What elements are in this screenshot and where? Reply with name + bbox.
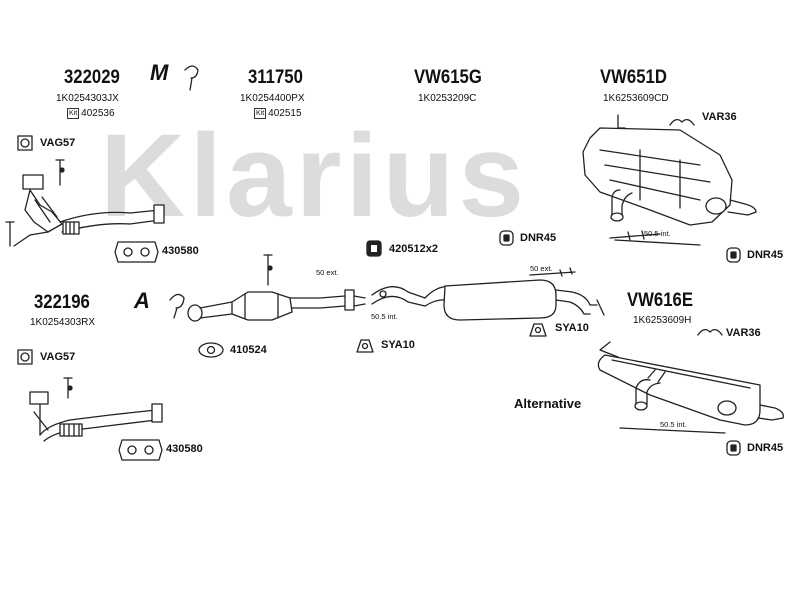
oem-vw651d: 1K6253609CD: [603, 93, 669, 104]
sya10-right-icon: [529, 323, 547, 337]
kit-number: 402515: [268, 108, 302, 119]
brand-watermark: Klarius: [100, 110, 529, 242]
var36-mid-icon: [697, 328, 723, 336]
dnr45-center-icon: [499, 230, 514, 246]
fitting-dnr45-right: DNR45: [747, 249, 784, 261]
downpipe-322196-drawing: [29, 377, 163, 442]
kit-icon: Kit: [67, 108, 80, 119]
fitting-410524: 410524: [230, 344, 267, 356]
part-number-vw651d: VW651D: [600, 67, 667, 88]
rear-silencer-vw651d-drawing: [582, 114, 757, 246]
fitting-420512: 420512x2: [389, 243, 438, 255]
spanner-a-icon: [169, 293, 185, 319]
front-pipe-vw615g-drawing: [187, 254, 366, 322]
gasket-410524-icon: [198, 342, 224, 358]
fitting-sya10-right: SYA10: [555, 322, 589, 334]
downpipe-322029-drawing: [5, 159, 165, 247]
dnr45-right-icon: [726, 247, 741, 263]
kit-number: 402536: [81, 108, 115, 119]
alternative-label: Alternative: [514, 396, 582, 411]
part-number-vw615g: VW615G: [414, 67, 482, 88]
hanger-420512-icon: [366, 240, 382, 257]
fitting-vag57-top: VAG57: [40, 137, 76, 149]
fitting-dnr45-bottom: DNR45: [747, 442, 784, 454]
spanner-m-icon: [184, 65, 199, 91]
oem-322029: 1K0254303JX: [56, 93, 119, 104]
var36-top-icon: [669, 118, 695, 126]
fitting-430580-top: 430580: [162, 245, 199, 257]
kit-icon: Kit: [254, 108, 267, 119]
part-number-322029: 322029: [64, 67, 120, 88]
part-number-vw616e: VW616E: [627, 290, 693, 311]
centre-silencer-drawing: [371, 267, 605, 321]
oem-vw616e: 1K6253609H: [633, 315, 692, 326]
part-number-322196: 322196: [34, 292, 90, 313]
dnr45-bottom-icon: [726, 440, 741, 456]
fitting-430580-bottom: 430580: [166, 443, 203, 455]
part-number-311750: 311750: [248, 67, 303, 88]
fitting-var36-top: VAR36: [702, 111, 737, 123]
rear-silencer-vw616e-drawing: [597, 341, 784, 434]
oem-311750: 1K0254400PX: [240, 93, 305, 104]
fitting-vag57-bottom: VAG57: [40, 351, 76, 363]
oem-vw615g: 1K0253209C: [418, 93, 477, 104]
dim-505-int-a: 50.5 int.: [371, 312, 398, 321]
dim-50-ext-b: 50 ext.: [530, 264, 553, 273]
flange-430580-top-icon: [114, 241, 159, 263]
oem-322196: 1K0254303RX: [30, 317, 96, 328]
fitting-sya10-left: SYA10: [381, 339, 415, 351]
dim-505-int-b: 50.5 int.: [644, 229, 671, 238]
flange-430580-bottom-icon: [118, 439, 163, 461]
dim-50-ext-a: 50 ext.: [316, 268, 339, 277]
sya10-left-icon: [356, 339, 374, 353]
fitting-var36-mid: VAR36: [726, 327, 761, 339]
symbol-m-text: M: [150, 60, 169, 85]
symbol-a-text: A: [134, 288, 150, 313]
fitting-dnr45-center: DNR45: [520, 232, 557, 244]
dim-505-int-c: 50.5 int.: [660, 420, 687, 429]
